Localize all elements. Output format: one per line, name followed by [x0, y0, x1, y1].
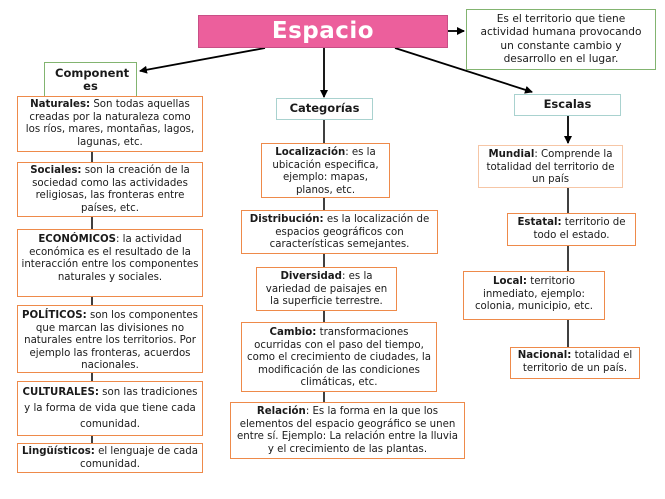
- escalas-heading: Escalas: [514, 94, 621, 116]
- term-economicos: ECONÓMICOS: [38, 234, 116, 245]
- escala-estatal: Estatal: territorio de todo el estado.: [507, 213, 636, 246]
- term-sociales: Sociales:: [30, 165, 82, 176]
- desc-cambio: transformaciones ocurridas con el paso d…: [247, 327, 431, 389]
- term-distribucion: Distribución:: [249, 214, 324, 225]
- componente-sociales: Sociales: son la creación de la sociedad…: [17, 162, 203, 217]
- desc-estatal: territorio de todo el estado.: [533, 217, 626, 241]
- componentes-heading-text: Component es: [55, 66, 130, 93]
- term-local: Local:: [493, 276, 527, 287]
- term-relacion: Relación: [256, 406, 306, 417]
- componente-linguisticos: Lingüísticos: el lenguaje de cada comuni…: [17, 443, 203, 473]
- desc-linguisticos: el lenguaje de cada comunidad.: [80, 446, 199, 470]
- term-localizacion: Localización: [275, 147, 346, 158]
- arrow-to-escalas: [394, 47, 533, 94]
- term-politicos: POLÍTICOS:: [22, 310, 87, 321]
- term-linguisticos: Lingüísticos:: [21, 446, 95, 457]
- desc-localizacion: : es la ubicación especifica, ejemplo: m…: [272, 147, 379, 196]
- desc-diversidad: : es la variedad de paisajes en la super…: [265, 271, 388, 308]
- componente-naturales: Naturales: Son todas aquellas creadas po…: [17, 96, 203, 152]
- desc-mundial: : Comprende la totalidad del territorio …: [486, 149, 615, 186]
- escalas-heading-text: Escalas: [543, 97, 592, 111]
- categoria-cambio: Cambio: transformaciones ocurridas con e…: [241, 322, 437, 392]
- title-text: Espacio: [271, 18, 375, 44]
- componente-culturales: CULTURALES: son las tradiciones y la for…: [17, 381, 203, 436]
- desc-sociales: son la creación de la sociedad como las …: [32, 165, 190, 214]
- categoria-relacion: Relación: Es la forma en la que los elem…: [230, 402, 465, 459]
- term-nacional: Nacional:: [517, 350, 572, 361]
- term-cambio: Cambio:: [269, 327, 317, 338]
- desc-distribucion: es la localización de espacios geográfic…: [269, 214, 430, 251]
- categorias-heading-text: Categorías: [289, 101, 360, 115]
- desc-naturales: Son todas aquellas creadas por la natura…: [25, 99, 195, 148]
- desc-local: territorio inmediato, ejemplo: colonia, …: [474, 276, 594, 313]
- definition-text: Es el territorio que tiene actividad hum…: [480, 13, 642, 66]
- term-naturales: Naturales:: [30, 99, 91, 110]
- desc-culturales: son las tradiciones y la forma de vida q…: [24, 387, 198, 430]
- escala-local: Local: territorio inmediato, ejemplo: co…: [463, 271, 605, 320]
- term-mundial: Mundial: [488, 149, 535, 160]
- escala-mundial: Mundial: Comprende la totalidad del terr…: [478, 145, 623, 188]
- categoria-localizacion: Localización: es la ubicación especifica…: [261, 143, 390, 198]
- arrow-to-componentes: [139, 47, 266, 74]
- term-diversidad: Diversidad: [280, 271, 342, 282]
- escala-nacional: Nacional: totalidad el territorio de un …: [510, 347, 640, 379]
- definition-box: Es el territorio que tiene actividad hum…: [466, 9, 656, 70]
- desc-economicos: : la actividad económica es el resultado…: [21, 234, 199, 283]
- categoria-diversidad: Diversidad: es la variedad de paisajes e…: [256, 267, 397, 311]
- desc-relacion: : Es la forma en la que los elementos de…: [236, 406, 458, 455]
- categoria-distribucion: Distribución: es la localización de espa…: [241, 210, 438, 254]
- componente-politicos: POLÍTICOS: son los componentes que marca…: [17, 305, 203, 373]
- term-culturales: CULTURALES:: [22, 387, 99, 398]
- componentes-heading: Component es: [44, 62, 137, 97]
- title-box: Espacio: [198, 15, 448, 48]
- term-estatal: Estatal:: [517, 217, 562, 228]
- categorias-heading: Categorías: [276, 98, 373, 120]
- desc-politicos: son los componentes que marcan las divis…: [24, 310, 198, 372]
- desc-nacional: totalidad el territorio de un país.: [522, 350, 633, 374]
- componente-economicos: ECONÓMICOS: la actividad económica es el…: [17, 229, 203, 297]
